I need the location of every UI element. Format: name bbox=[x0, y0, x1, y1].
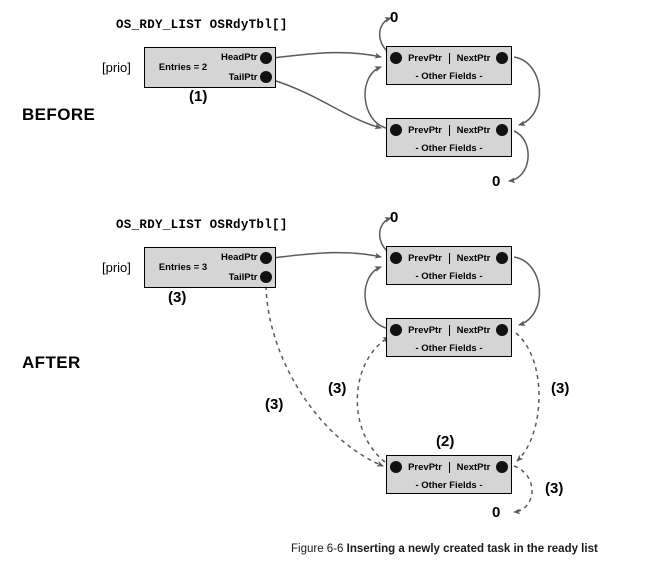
list-pointer-cells-after: HeadPtr TailPtr bbox=[221, 248, 275, 287]
arrow-after-newnode-prev-to-nodeB bbox=[356, 336, 390, 463]
next-pointer-cell[interactable]: NextPtr bbox=[449, 252, 511, 264]
figure-caption-text: Inserting a newly created task in the re… bbox=[346, 543, 598, 555]
other-fields-label: - Other Fields - bbox=[415, 143, 483, 154]
prev-pointer-label: PrevPtr bbox=[408, 124, 442, 136]
prev-pointer-dot-icon bbox=[390, 52, 402, 64]
head-pointer-row-after[interactable]: HeadPtr bbox=[221, 248, 275, 268]
arrow-after-nodeA-next-to-nodeB bbox=[513, 256, 541, 326]
next-pointer-label: NextPtr bbox=[456, 124, 491, 136]
head-pointer-label-before: HeadPtr bbox=[221, 52, 258, 64]
tcb-node-after-new-pointers: PrevPtr NextPtr bbox=[387, 456, 511, 478]
list-pointer-cells-before: HeadPtr TailPtr bbox=[221, 48, 275, 87]
next-pointer-dot-icon bbox=[496, 252, 508, 264]
step-tag-before-1: (1) bbox=[189, 88, 208, 105]
rdy-list-box-after[interactable]: Entries = 3 HeadPtr TailPtr bbox=[144, 247, 276, 288]
step-tag-link-next: (3) bbox=[551, 380, 570, 397]
tcb-node-after-2-pointers: PrevPtr NextPtr bbox=[387, 319, 511, 341]
struct-title-before: OS_RDY_LIST OSRdyTbl[] bbox=[116, 18, 288, 32]
null-marker-after-top: 0 bbox=[390, 209, 399, 226]
next-pointer-dot-icon bbox=[496, 124, 508, 136]
step-tag-after-entries: (3) bbox=[168, 289, 187, 306]
next-pointer-cell[interactable]: NextPtr bbox=[449, 324, 511, 336]
next-pointer-label: NextPtr bbox=[456, 52, 491, 64]
prev-pointer-cell[interactable]: PrevPtr bbox=[387, 253, 449, 264]
figure-caption: Figure 6-6 Inserting a newly created tas… bbox=[291, 543, 598, 555]
prev-pointer-label: PrevPtr bbox=[408, 461, 442, 473]
prev-pointer-dot-icon bbox=[390, 461, 402, 473]
tcb-node-before-2-pointers: PrevPtr NextPtr bbox=[387, 119, 511, 141]
other-fields-label: - Other Fields - bbox=[415, 343, 483, 354]
prev-pointer-label: PrevPtr bbox=[408, 52, 442, 64]
prev-pointer-dot-icon bbox=[390, 324, 402, 336]
figure-caption-number: Figure 6-6 bbox=[291, 543, 344, 555]
prev-pointer-dot-icon bbox=[390, 252, 402, 264]
arrow-after-nodeB-next-to-newnode bbox=[515, 332, 540, 462]
next-pointer-cell[interactable]: NextPtr bbox=[449, 124, 511, 136]
null-marker-before-bottom: 0 bbox=[492, 173, 501, 190]
section-label-after: AFTER bbox=[22, 353, 81, 372]
step-tag-link-null: (3) bbox=[545, 480, 564, 497]
arrow-node1-next-to-node2 bbox=[513, 56, 541, 126]
other-fields-label: - Other Fields - bbox=[415, 480, 483, 491]
arrow-after-tail-to-newnode bbox=[265, 285, 384, 467]
prev-pointer-cell[interactable]: PrevPtr bbox=[387, 53, 449, 64]
tail-pointer-dot-icon bbox=[260, 271, 273, 284]
head-pointer-dot-icon bbox=[260, 51, 273, 64]
next-pointer-label: NextPtr bbox=[456, 252, 491, 264]
null-marker-before-top: 0 bbox=[390, 9, 399, 26]
arrow-head-to-node1 bbox=[272, 51, 382, 59]
arrow-node2-prev-to-node1 bbox=[364, 66, 387, 129]
struct-title-after: OS_RDY_LIST OSRdyTbl[] bbox=[116, 218, 288, 232]
prio-label-before: [prio] bbox=[102, 60, 131, 75]
prev-pointer-label: PrevPtr bbox=[408, 324, 442, 336]
prev-pointer-cell[interactable]: PrevPtr bbox=[387, 462, 449, 473]
tail-pointer-row-before[interactable]: TailPtr bbox=[221, 68, 275, 88]
tcb-node-after-new[interactable]: PrevPtr NextPtr - Other Fields - bbox=[386, 455, 512, 494]
tail-pointer-label-before: TailPtr bbox=[228, 71, 258, 83]
entries-count-before: Entries = 2 bbox=[158, 62, 208, 73]
next-pointer-cell[interactable]: NextPtr bbox=[449, 461, 511, 473]
step-tag-link-prev: (3) bbox=[328, 380, 347, 397]
head-pointer-label-after: HeadPtr bbox=[221, 252, 258, 264]
tcb-node-before-2[interactable]: PrevPtr NextPtr - Other Fields - bbox=[386, 118, 512, 157]
next-pointer-dot-icon bbox=[496, 52, 508, 64]
tcb-node-after-1-pointers: PrevPtr NextPtr bbox=[387, 247, 511, 269]
next-pointer-cell[interactable]: NextPtr bbox=[449, 52, 511, 64]
tcb-node-after-2[interactable]: PrevPtr NextPtr - Other Fields - bbox=[386, 318, 512, 357]
step-tag-link-tail: (3) bbox=[265, 396, 284, 413]
prev-pointer-cell[interactable]: PrevPtr bbox=[387, 125, 449, 136]
arrow-tail-to-node2 bbox=[272, 79, 382, 130]
next-pointer-label: NextPtr bbox=[456, 461, 491, 473]
tail-pointer-label-after: TailPtr bbox=[228, 271, 258, 283]
prev-pointer-dot-icon bbox=[390, 124, 402, 136]
arrow-node1-prev-null bbox=[379, 17, 392, 53]
arrow-after-nodeB-prev-to-nodeA bbox=[364, 266, 387, 329]
entries-count-after: Entries = 3 bbox=[158, 262, 208, 273]
arrow-node2-next-null bbox=[508, 130, 529, 184]
tail-pointer-row-after[interactable]: TailPtr bbox=[221, 268, 275, 288]
arrow-after-head-to-nodeA bbox=[272, 251, 382, 259]
next-pointer-dot-icon bbox=[496, 324, 508, 336]
null-marker-after-bottom: 0 bbox=[492, 504, 501, 521]
prev-pointer-cell[interactable]: PrevPtr bbox=[387, 325, 449, 336]
tail-pointer-dot-icon bbox=[260, 71, 273, 84]
head-pointer-dot-icon bbox=[260, 251, 273, 264]
prio-label-after: [prio] bbox=[102, 260, 131, 275]
tcb-node-after-1[interactable]: PrevPtr NextPtr - Other Fields - bbox=[386, 246, 512, 285]
arrow-after-newnode-next-null bbox=[513, 465, 533, 515]
rdy-list-box-before[interactable]: Entries = 2 HeadPtr TailPtr bbox=[144, 47, 276, 88]
prev-pointer-label: PrevPtr bbox=[408, 252, 442, 264]
step-tag-new-node: (2) bbox=[436, 433, 455, 450]
next-pointer-label: NextPtr bbox=[456, 324, 491, 336]
arrow-after-nodeA-prev-null bbox=[379, 217, 392, 253]
other-fields-label: - Other Fields - bbox=[415, 71, 483, 82]
tcb-node-before-1-pointers: PrevPtr NextPtr bbox=[387, 47, 511, 69]
head-pointer-row-before[interactable]: HeadPtr bbox=[221, 48, 275, 68]
tcb-node-before-1[interactable]: PrevPtr NextPtr - Other Fields - bbox=[386, 46, 512, 85]
section-label-before: BEFORE bbox=[22, 105, 96, 124]
other-fields-label: - Other Fields - bbox=[415, 271, 483, 282]
next-pointer-dot-icon bbox=[496, 461, 508, 473]
